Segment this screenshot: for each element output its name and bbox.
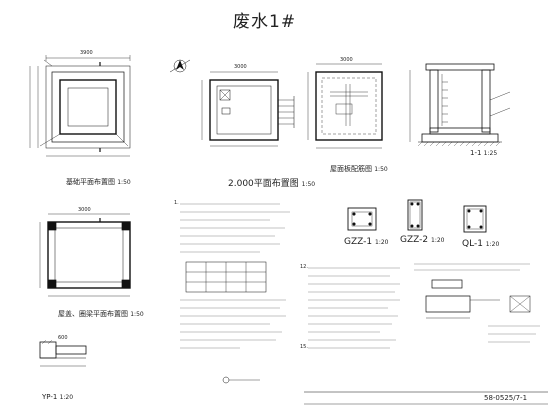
note-number: 1. xyxy=(174,200,179,206)
drawing-title: 废水1# xyxy=(233,12,297,32)
right-details xyxy=(414,263,540,343)
roof-beam-plan xyxy=(39,213,131,297)
note-number: 12. xyxy=(300,264,308,270)
sheet-number: 58-0525/7-1 xyxy=(484,394,528,402)
ql1-section xyxy=(463,205,487,233)
roof-plan xyxy=(307,63,383,149)
gzz1-section xyxy=(347,207,377,231)
dimension-label: 3000 xyxy=(234,64,247,70)
gzz2-section xyxy=(407,199,423,231)
axis-bubble-icon xyxy=(222,376,260,384)
plan-2000 xyxy=(201,71,295,147)
section-1-1 xyxy=(409,63,511,147)
yp1-caption: YP-1 1:20 xyxy=(42,393,74,401)
yp1-detail xyxy=(39,339,87,367)
note-number: 15. xyxy=(300,344,308,350)
north-arrow-icon xyxy=(169,59,191,73)
section-1-1-caption: 1-1 1:25 xyxy=(470,149,498,157)
foundation-plan-caption: 基础平面布置图 1:50 xyxy=(66,178,131,186)
dimension-label: 600 xyxy=(58,335,68,341)
roof-plan-caption: 屋面板配筋图 1:50 xyxy=(330,165,388,173)
notes-linework xyxy=(180,203,400,349)
dimension-label: 3000 xyxy=(78,207,91,213)
plan-2000-caption: 2.000平面布置图 1:50 xyxy=(228,179,316,189)
gzz2-caption: GZZ-2 1:20 xyxy=(400,235,445,245)
dimension-label: 3900 xyxy=(80,50,93,56)
ql1-caption: QL-1 1:20 xyxy=(462,239,500,249)
foundation-plan xyxy=(29,55,131,157)
roof-beam-plan-caption: 屋盖、圈梁平面布置图 1:50 xyxy=(58,310,144,318)
gzz1-caption: GZZ-1 1:20 xyxy=(344,237,389,247)
dimension-label: 3000 xyxy=(340,57,353,63)
